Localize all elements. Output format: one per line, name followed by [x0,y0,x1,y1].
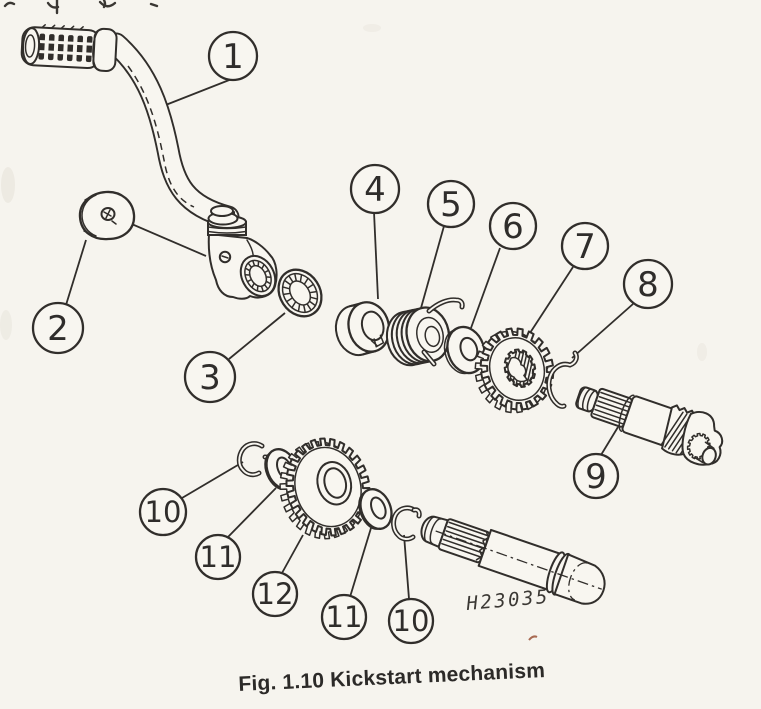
part-spring-guide [334,301,391,357]
callout-4: 4 [349,163,401,215]
svg-text:11: 11 [326,600,363,634]
part-ratchet-gear [474,327,555,414]
svg-text:7: 7 [574,227,596,267]
svg-text:9: 9 [585,457,607,497]
callout-10-left: 10 [138,487,188,537]
svg-text:2: 2 [47,309,69,349]
figure-caption: Fig. 1.10 Kickstart mechanism [238,659,546,696]
callout-2: 2 [31,301,85,355]
part-kickstart-lever [20,24,278,300]
callouts: 1 2 3 4 5 6 7 8 [31,30,674,645]
cropped-text-fragment [3,0,159,15]
part-circlip-mid [546,350,579,409]
scan-smudges [0,24,707,361]
callout-6: 6 [488,201,538,251]
leader-lines [65,74,634,600]
callout-1: 1 [207,30,259,82]
callout-5: 5 [426,179,476,229]
part-idler-gear [279,437,371,540]
callout-11-right: 11 [320,593,368,641]
drawing-number: H23035 [465,586,551,615]
pen-mark [528,635,538,641]
svg-text:1: 1 [222,37,244,77]
lever-grip [20,24,118,73]
callout-8: 8 [622,258,674,310]
part-washer-right [358,488,393,530]
svg-text:6: 6 [502,207,524,247]
svg-text:10: 10 [393,604,430,638]
callout-9: 9 [572,452,620,500]
svg-text:8: 8 [637,265,659,305]
callout-11-left: 11 [194,533,242,581]
part-return-spring [385,297,465,367]
svg-text:11: 11 [200,540,237,574]
callout-10-right: 10 [387,597,435,645]
part-circlip-right [391,505,422,542]
svg-text:3: 3 [199,358,221,398]
part-pinch-bolt [78,190,136,241]
svg-text:10: 10 [145,495,182,529]
callout-7: 7 [560,221,610,271]
part-output-shaft [420,515,606,605]
svg-text:5: 5 [440,185,462,225]
svg-text:12: 12 [257,577,294,611]
svg-text:4: 4 [364,170,386,210]
lever-splined-bore [239,254,277,298]
part-kickstart-spindle [575,386,724,466]
part-oil-seal [277,268,323,318]
lever-boss [207,205,278,300]
callout-12: 12 [251,570,299,618]
callout-3: 3 [183,350,237,404]
